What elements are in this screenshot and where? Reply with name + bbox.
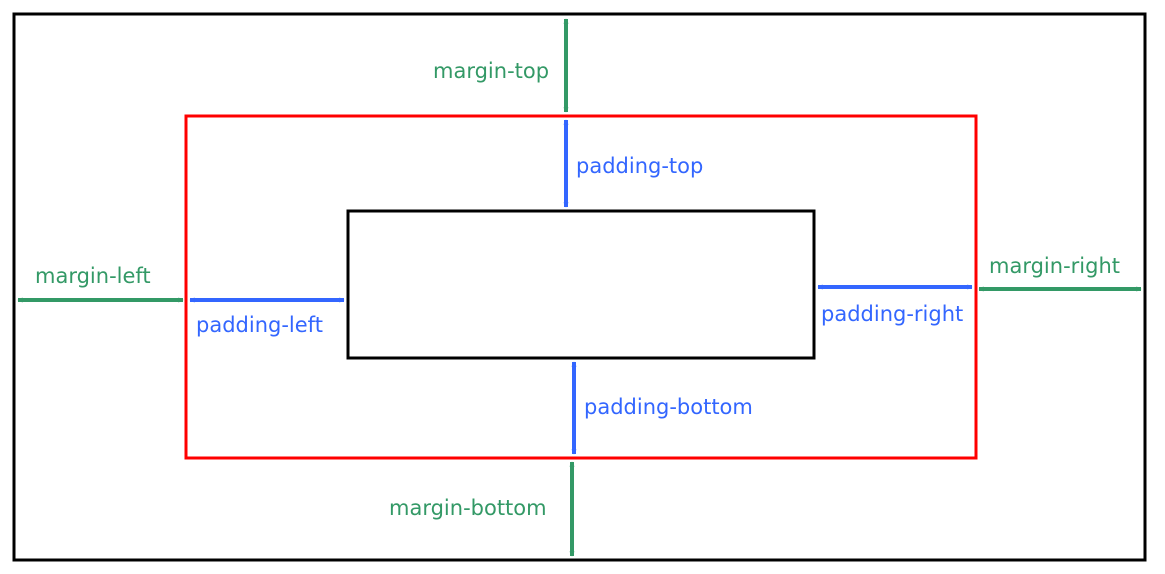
margin-top-label: margin-top — [433, 59, 549, 83]
border-box — [184, 114, 978, 460]
padding-right-label: padding-right — [821, 302, 963, 326]
padding-bottom-label: padding-bottom — [584, 395, 753, 419]
padding-left-label: padding-left — [196, 313, 323, 337]
padding-top-label: padding-top — [576, 154, 703, 178]
margin-box — [12, 12, 1147, 562]
margin-left-label: margin-left — [35, 264, 151, 288]
margin-right-label: margin-right — [989, 254, 1120, 278]
content-box — [346, 209, 816, 360]
margin-bottom-label: margin-bottom — [389, 496, 547, 520]
